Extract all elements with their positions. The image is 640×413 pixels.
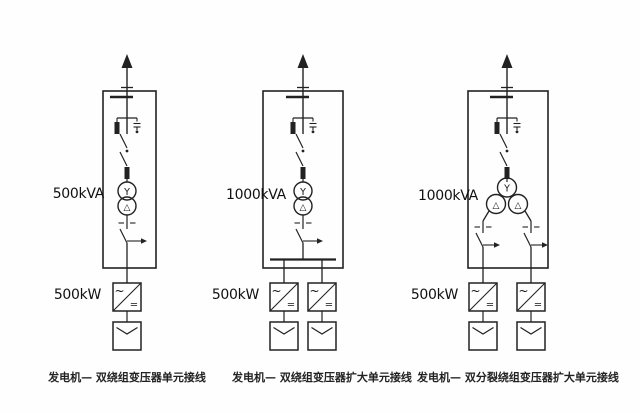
wye-symbol: Y — [503, 183, 510, 194]
dc-symbol: = — [130, 300, 138, 311]
unit-boundary-box — [467, 90, 549, 269]
ac-symbol: ~ — [518, 284, 528, 298]
ac-symbol: ~ — [470, 284, 480, 298]
fuse-icon — [300, 167, 306, 179]
generator-icon — [468, 321, 498, 351]
lv-switch-icon — [295, 228, 304, 244]
generator-rating-label-3: 500kW — [410, 287, 458, 303]
capacitor-icon — [133, 118, 141, 134]
diagram-expanded-unit-connection: Y△~=~= — [262, 54, 344, 351]
capacitor-icon — [309, 118, 317, 134]
transformer-rating-label-2: 1000kVA — [226, 187, 286, 203]
delta-symbol: △ — [515, 201, 522, 211]
dc-symbol: = — [534, 300, 542, 311]
surge-arrester-icon — [494, 118, 500, 134]
transformer-two-winding-icon: Y△ — [293, 181, 313, 216]
delta-symbol: △ — [300, 203, 307, 213]
contact-dot — [301, 149, 305, 153]
generator-rating-label-2: 500kW — [211, 287, 259, 303]
surge-arrester-icon — [114, 118, 120, 134]
disconnector-icon — [295, 133, 304, 149]
grid-arrow-icon — [297, 54, 309, 68]
dc-symbol: = — [325, 300, 333, 311]
aux-feeder-arrow-icon — [531, 242, 548, 248]
capacitor-icon — [513, 118, 521, 134]
transformer-two-winding-icon: Y△ — [117, 181, 137, 216]
contact-dot — [125, 149, 129, 153]
converter-icon: ~= — [269, 282, 299, 312]
dc-symbol: = — [486, 300, 494, 311]
branch-line — [524, 210, 532, 222]
generator-rating-label-1: 500kW — [53, 287, 101, 303]
converter-icon: ~= — [468, 282, 498, 312]
grid-arrow-icon — [121, 54, 133, 68]
diagram-unit-connection: Y△~= — [102, 54, 157, 351]
unit-boundary-box — [262, 90, 344, 269]
breaker-icon — [119, 151, 128, 167]
breaker-icon — [295, 151, 304, 167]
delta-symbol: △ — [124, 203, 131, 213]
contact-dot — [505, 149, 509, 153]
delta-symbol: △ — [493, 201, 500, 211]
aux-feeder-arrow-icon — [483, 242, 500, 248]
diagram-caption-1: 发电机— 双绕组变压器单元接线 — [48, 371, 206, 384]
generator-icon — [516, 321, 546, 351]
diagram-caption-3: 发电机— 双分裂绕组变压器扩大单元接线 — [417, 371, 619, 384]
converter-icon: ~= — [516, 282, 546, 312]
ac-symbol: ~ — [271, 284, 281, 298]
transformer-rating-label-1: 500kVA — [52, 186, 105, 202]
diagram-caption-2: 发电机— 双绕组变压器扩大单元接线 — [232, 371, 412, 384]
branch-line — [482, 210, 490, 222]
ac-symbol: ~ — [114, 284, 124, 298]
generator-icon — [307, 321, 337, 351]
unit-boundary-box — [102, 90, 157, 269]
generator-icon — [112, 321, 142, 351]
wye-symbol: Y — [123, 187, 130, 198]
transformer-split-winding-icon: Y△△ — [485, 177, 529, 215]
aux-feeder-arrow-icon — [303, 238, 323, 244]
wye-symbol: Y — [299, 187, 306, 198]
transformer-rating-label-3: 1000kVA — [418, 188, 478, 204]
aux-feeder-arrow-icon — [127, 238, 147, 244]
generator-icon — [269, 321, 299, 351]
converter-icon: ~= — [307, 282, 337, 312]
fuse-icon — [124, 167, 130, 179]
ac-symbol: ~ — [309, 284, 319, 298]
surge-arrester-icon — [290, 118, 296, 134]
grid-arrow-icon — [501, 54, 513, 68]
disconnector-icon — [119, 133, 128, 149]
lv-switch-icon — [523, 232, 532, 248]
lv-switch-icon — [475, 232, 484, 248]
dc-symbol: = — [287, 300, 295, 311]
breaker-icon — [499, 151, 508, 167]
fuse-icon — [504, 167, 510, 179]
converter-icon: ~= — [112, 282, 142, 312]
diagram-split-winding-expanded-unit: Y△△~=~= — [467, 54, 549, 351]
disconnector-icon — [499, 133, 508, 149]
lv-switch-icon — [119, 228, 128, 244]
